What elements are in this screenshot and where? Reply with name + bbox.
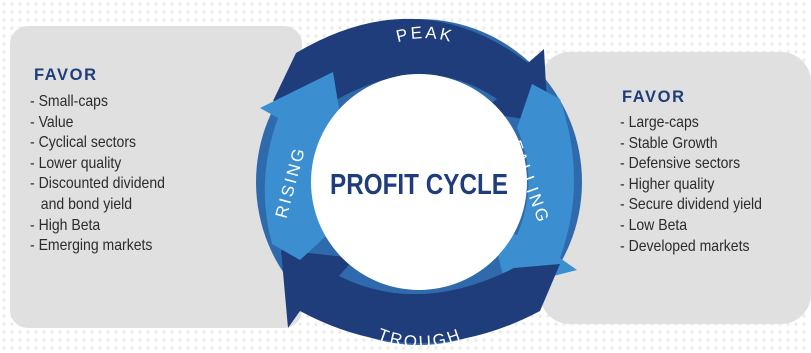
- list-item: - Lower quality: [30, 154, 122, 172]
- list-item: - Small-caps: [30, 93, 108, 110]
- falling-arrow: [491, 84, 577, 288]
- list-item: - Stable Growth: [620, 134, 718, 152]
- cycle-center: [311, 74, 527, 290]
- list-item-continuation: and bond yield: [40, 195, 133, 213]
- right-favor-panel: [540, 52, 811, 324]
- list-item: - Defensive sectors: [620, 155, 741, 173]
- list-item: - Higher quality: [620, 175, 715, 193]
- list-item: - Value: [30, 113, 74, 131]
- left-favor-list: - Small-caps - Value - Cyclical sectors …: [30, 92, 180, 257]
- list-item: and bond yield: [30, 195, 165, 216]
- peak-arrow: [273, 18, 548, 123]
- left-favor-panel: [10, 26, 302, 328]
- right-favor-list: - Large-caps - Stable Growth - Defensive…: [620, 113, 778, 257]
- list-item: - Large-caps: [620, 114, 699, 131]
- list-item: - Emerging markets: [30, 237, 153, 255]
- list-item: - Cyclical sectors: [30, 134, 137, 152]
- right-favor-heading: FAVOR: [622, 88, 686, 106]
- list-item: - Secure dividend yield: [620, 196, 762, 214]
- list-item: - High Beta: [30, 216, 101, 234]
- profit-cycle-title: PROFIT CYCLE: [330, 169, 508, 201]
- rising-arrow: [260, 72, 345, 260]
- trough-arrow: [281, 250, 560, 343]
- list-item: - Developed markets: [620, 237, 750, 255]
- list-item: - Low Beta: [620, 216, 688, 234]
- left-favor-heading: FAVOR: [34, 66, 98, 84]
- list-item: - Discounted dividend: [30, 175, 165, 193]
